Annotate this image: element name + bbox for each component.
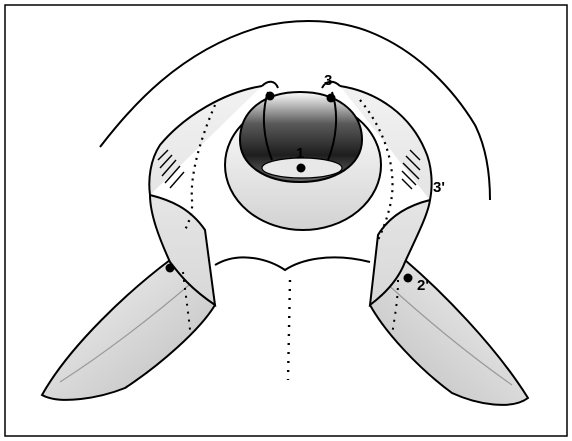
trunk-upper-edge [215,257,370,270]
midline-dotted [288,280,290,380]
landmark-dot-3 [327,94,336,103]
label-3-prime: 3' [433,179,445,196]
landmark-dot-left-top [266,92,275,101]
label-3: 3 [324,72,332,89]
landmark-dot-2-prime [404,274,413,283]
left-horn-tip [262,82,278,88]
label-1: 1 [296,145,304,162]
label-2-prime: 2' [417,277,429,294]
landmark-dot-left-arm [166,264,175,273]
landmark-dot-1 [297,164,306,173]
